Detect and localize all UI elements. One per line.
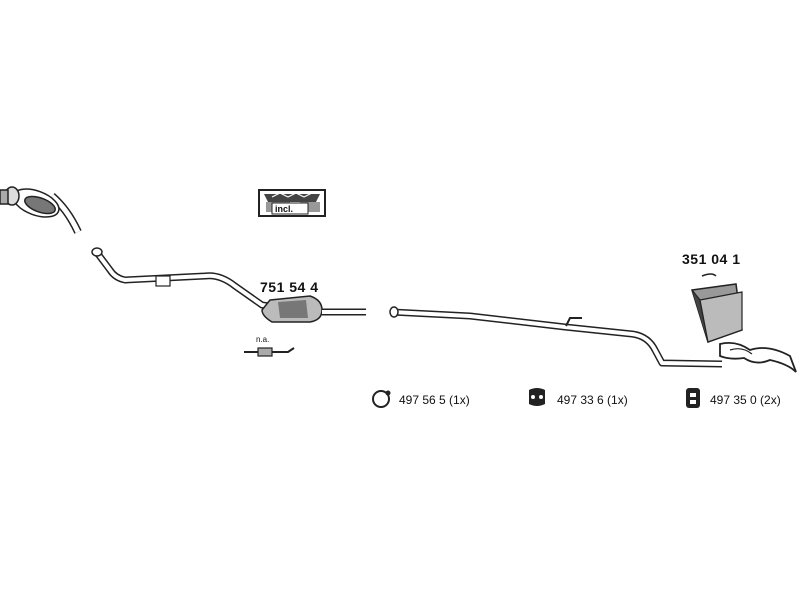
oxygen-sensor-part	[244, 347, 295, 357]
accessory-clamp-text: 497 56 5 (1x)	[399, 393, 470, 407]
kit-included-label: incl.	[275, 204, 294, 214]
center-pipe-part	[389, 306, 723, 368]
rear-silencer-part-number: 351 04 1	[682, 251, 741, 267]
sensor-not-available-label: n.a.	[256, 335, 270, 344]
clamp-ring-icon	[372, 390, 391, 408]
accessory-mount-text: 497 33 6 (1x)	[557, 393, 628, 407]
accessory-hanger-text: 497 35 0 (2x)	[710, 393, 781, 407]
front-pipe-part	[91, 247, 366, 323]
rubber-hanger-icon	[686, 388, 700, 408]
front-catalyst-part	[0, 186, 82, 234]
mounting-kit-box	[258, 189, 326, 217]
rubber-mount-icon	[529, 388, 545, 406]
front-pipe-part-number: 751 54 4	[260, 279, 319, 295]
rear-silencer-part	[691, 273, 797, 373]
